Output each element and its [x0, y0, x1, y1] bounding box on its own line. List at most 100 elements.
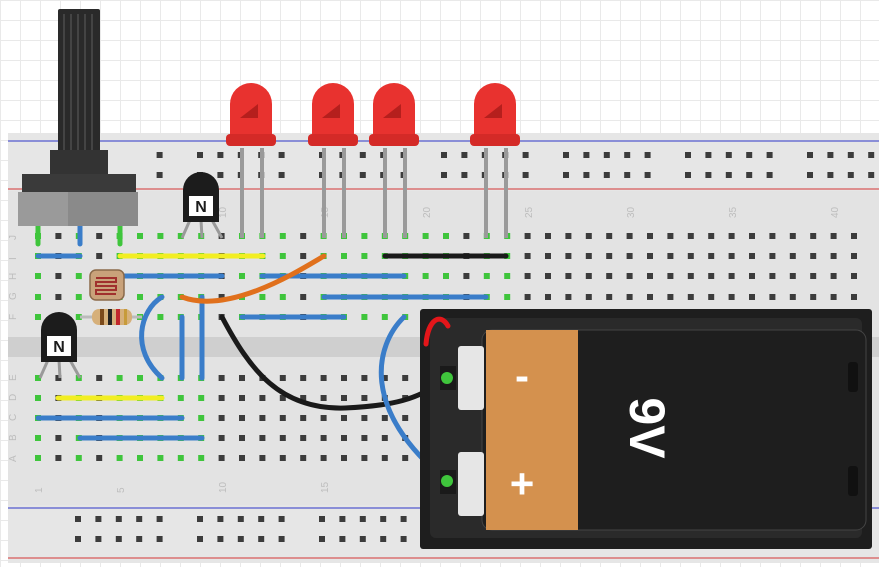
- row-letter: A: [8, 455, 19, 462]
- power-rail-hole: [258, 536, 265, 542]
- power-rail-hole: [237, 536, 244, 542]
- column-number: 1: [34, 487, 45, 493]
- breadboard-hole: [177, 395, 184, 401]
- breadboard-hole: [279, 253, 286, 259]
- breadboard-hole: [259, 435, 266, 441]
- battery-minus-label: -: [515, 352, 529, 399]
- transistor-label-bg: [189, 196, 213, 216]
- breadboard-hole: [239, 415, 245, 421]
- power-rail-hole: [725, 152, 732, 158]
- breadboard-hole: [769, 233, 776, 239]
- breadboard-hole: [239, 375, 245, 381]
- power-rail-hole: [583, 172, 590, 178]
- breadboard-hole: [585, 273, 592, 279]
- breadboard-hole: [320, 455, 327, 461]
- power-rail-hole: [136, 516, 143, 522]
- power-rail-hole: [278, 152, 285, 158]
- photoresistor-trace: [95, 277, 117, 295]
- row-letter: I: [8, 257, 19, 260]
- breadboard-hole: [35, 294, 41, 300]
- breadboard-hole: [341, 415, 347, 421]
- breadboard-hole: [626, 233, 633, 239]
- breadboard-hole: [647, 253, 653, 259]
- breadboard-hole: [279, 415, 286, 421]
- power-rail-hole: [624, 172, 631, 178]
- breadboard-hole: [769, 294, 776, 300]
- breadboard-hole: [361, 395, 368, 401]
- row-letter: C: [8, 414, 19, 421]
- breadboard-hole: [606, 273, 613, 279]
- power-rail-hole: [644, 172, 651, 178]
- breadboard-hole: [524, 253, 531, 259]
- battery-cap: [486, 330, 578, 530]
- breadboard-hole: [585, 294, 592, 300]
- power-rail-hole: [522, 152, 529, 158]
- power-rail-hole: [217, 172, 224, 178]
- power-rail-hole: [746, 152, 753, 158]
- breadboard-hole: [789, 294, 796, 300]
- row-letters: J I H G F E D C B A: [8, 235, 19, 462]
- breadboard-hole: [198, 455, 205, 461]
- power-rail-hole: [156, 536, 163, 542]
- transistor: N: [180, 172, 224, 239]
- power-rail-hole: [563, 152, 569, 158]
- led-rim: [226, 134, 276, 146]
- column-number: 35: [728, 206, 739, 218]
- potentiometer: [18, 9, 138, 226]
- breadboard-hole: [218, 375, 225, 381]
- power-rail-hole: [156, 516, 163, 522]
- breadboard-hole: [259, 294, 266, 300]
- breadboard-hole: [75, 273, 82, 279]
- breadboard-hole: [687, 253, 694, 259]
- breadboard-hole: [320, 395, 327, 401]
- breadboard-hole: [218, 455, 225, 461]
- breadboard-hole: [708, 253, 715, 259]
- power-rail-hole: [197, 516, 203, 522]
- power-rail-hole: [766, 172, 773, 178]
- breadboard-hole: [137, 294, 143, 300]
- breadboard-hole: [361, 375, 368, 381]
- breadboard-hole: [320, 435, 327, 441]
- resistor-band: [100, 309, 104, 325]
- breadboard-hole: [239, 455, 245, 461]
- power-rail-hole: [522, 172, 529, 178]
- breadboard-hole: [626, 294, 633, 300]
- power-rail-hole: [766, 152, 773, 158]
- column-number: 15: [320, 481, 331, 493]
- breadboard-hole: [279, 375, 286, 381]
- breadboard-hole: [708, 273, 715, 279]
- breadboard-hole: [749, 273, 755, 279]
- breadboard-hole: [524, 233, 531, 239]
- breadboard-hole: [320, 415, 327, 421]
- led-anvil: [383, 104, 401, 118]
- led-rim: [369, 134, 419, 146]
- breadboard-hole: [381, 415, 388, 421]
- breadboard-hole: [769, 253, 776, 259]
- breadboard-hole: [279, 233, 286, 239]
- power-rail-hole: [217, 152, 224, 158]
- led: [308, 83, 358, 238]
- led-anvil: [484, 104, 502, 118]
- power-rail-hole: [75, 536, 81, 542]
- breadboard-hole: [830, 233, 837, 239]
- breadboard-hole: [55, 375, 62, 381]
- breadboard-hole: [565, 233, 572, 239]
- power-rail-hole: [868, 152, 875, 158]
- breadboard-hole: [35, 395, 41, 401]
- breadboard-hole: [96, 233, 103, 239]
- power-rail-hole: [197, 152, 203, 158]
- power-rail-hole: [746, 172, 753, 178]
- breadboard-hole: [157, 455, 164, 461]
- breadboard-hole: [300, 253, 307, 259]
- power-rail-hole: [136, 536, 143, 542]
- column-number: 25: [524, 206, 535, 218]
- potentiometer-body-top: [22, 174, 136, 194]
- breadboard-hole: [810, 273, 817, 279]
- breadboard-hole: [137, 455, 143, 461]
- breadboard-hole: [157, 314, 164, 320]
- breadboard-hole: [300, 395, 307, 401]
- breadboard-hole: [218, 435, 225, 441]
- breadboard-hole: [728, 253, 735, 259]
